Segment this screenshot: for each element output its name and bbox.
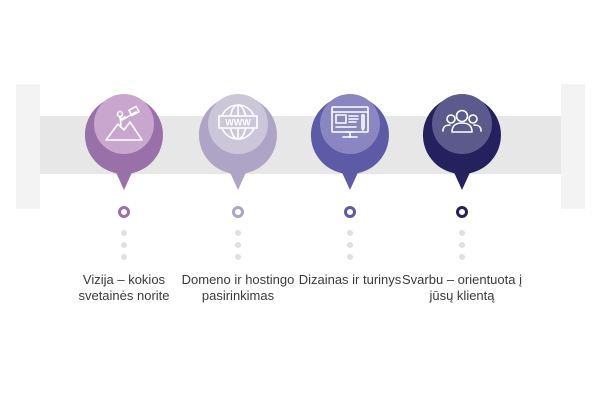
step-label: Domeno ir hostingo pasirinkimas [181,272,295,303]
step-label: Svarbu – orientuota į jūsų klientą [402,272,522,303]
step-label: Vizija – kokios svetainės norite [78,272,170,303]
timeline-dot [121,254,127,260]
timeline-dot [459,230,465,236]
timeline-dot [121,242,127,248]
step-design-content: Dizainas ir turinys [290,92,410,332]
timeline-ring [232,206,244,218]
timeline-ring [456,206,468,218]
timeline-dot [235,254,241,260]
svg-text:WWW: WWW [225,118,251,128]
timeline-ring [344,206,356,218]
web-design-monitor-icon [326,98,374,146]
band-right-cap [561,84,585,209]
band-left-cap [16,84,40,209]
timeline-ring [118,206,130,218]
step-client-focus: Svarbu – orientuota į jūsų klientą [402,92,522,332]
timeline-dot [347,242,353,248]
users-group-icon [438,98,486,146]
timeline-dot [459,254,465,260]
timeline-dot [459,242,465,248]
step-vision: Vizija – kokios svetainės norite [64,92,184,332]
timeline-dot [347,254,353,260]
timeline-dot [347,230,353,236]
timeline-dot [235,242,241,248]
step-domain-hosting: WWW Domeno ir hostingo pasirinkimas [178,92,298,332]
step-marker [81,92,167,194]
telescope-on-mountain-icon [100,98,148,146]
timeline-dot [121,230,127,236]
timeline-dot [235,230,241,236]
step-marker [419,92,505,194]
www-globe-icon: WWW [214,98,262,146]
step-label: Dizainas ir turinys [298,272,402,287]
